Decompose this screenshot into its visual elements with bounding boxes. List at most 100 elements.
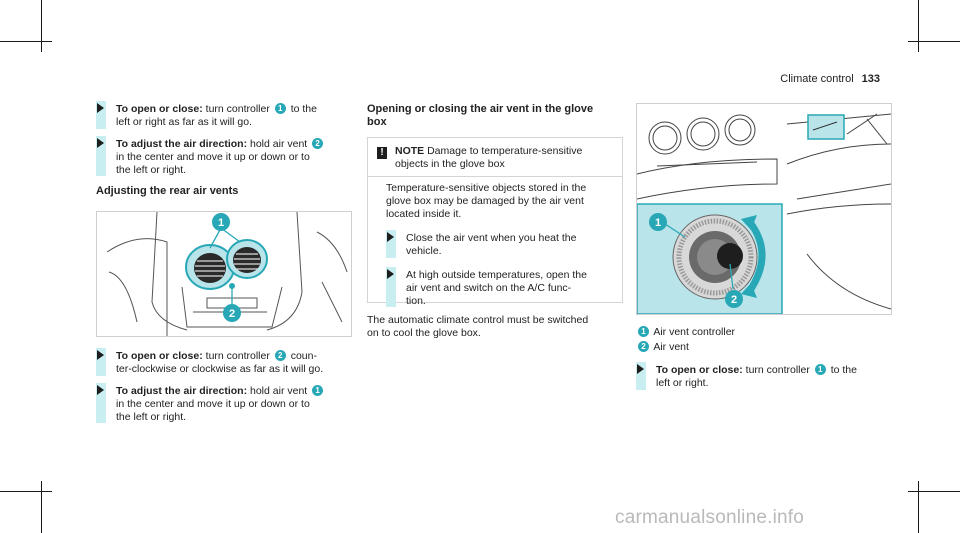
legend-text: Air vent controller [653, 326, 736, 338]
note-box: ! NOTE Damage to temperature-sensitive o… [367, 137, 623, 307]
callout-badge: 1 [312, 385, 324, 396]
step-text: air vent and switch on the A/C func- [406, 282, 572, 294]
step-highlight [96, 348, 106, 376]
note-text: glove box may be damaged by the air vent [386, 195, 584, 207]
legend-item: 1 Air vent controller [636, 325, 735, 340]
step-highlight [96, 136, 106, 176]
callout-badge: 2 [638, 341, 649, 352]
glove-box-illustration: 1 2 [637, 113, 891, 314]
crop-mark [908, 491, 960, 492]
note-title-text: objects in the glove box [395, 158, 505, 170]
callout-1 [649, 213, 667, 231]
step-text: coun- [290, 350, 317, 362]
left-column-lower: To open or close: turn controller 2 coun… [96, 348, 351, 424]
arrow-icon [97, 385, 104, 395]
instruction-step: To open or close: turn controller 1 to t… [96, 101, 351, 129]
section-heading: Adjusting the rear air vents [96, 185, 239, 197]
step-highlight [636, 362, 646, 390]
callout-2-label: 2 [229, 308, 235, 320]
step-text: tion. [406, 295, 426, 307]
body-text: The automatic climate control must be sw… [367, 314, 589, 326]
note-text: Temperature-sensitive objects stored in … [386, 182, 587, 194]
note-title-block: NOTE Damage to temperature-sensitive obj… [395, 145, 617, 171]
callout-2-label: 2 [731, 294, 737, 306]
callout-badge: 2 [312, 138, 324, 149]
instruction-step: To open or close: turn controller 2 coun… [96, 348, 351, 376]
arrow-icon [387, 232, 394, 242]
step-text: left or right as far as it will go. [116, 116, 252, 128]
watermark: carmanualsonline.info [615, 507, 805, 528]
step-highlight [96, 383, 106, 423]
step-label: To open or close: [116, 350, 203, 362]
air-vent-outlet [717, 243, 743, 269]
middle-column: Opening or closing the air vent in the g… [367, 103, 621, 129]
body-text: on to cool the glove box. [367, 327, 481, 339]
instruction-step: To adjust the air direction: hold air ve… [96, 136, 351, 177]
arrow-icon [387, 269, 394, 279]
step-label: To open or close: [656, 364, 743, 376]
step-text: hold air vent [250, 138, 308, 150]
note-title-text: Damage to temperature-sensitive [427, 145, 583, 157]
crop-mark [41, 0, 42, 52]
arrow-icon [97, 103, 104, 113]
step-text: turn controller [745, 364, 810, 376]
left-column: To open or close: turn controller 1 to t… [96, 101, 351, 198]
legend-item: 2 Air vent [636, 340, 735, 355]
callout-badge: 1 [274, 103, 286, 114]
callout-2 [223, 304, 241, 322]
crop-mark [918, 0, 919, 52]
right-column-step: To open or close: turn controller 1 to t… [636, 362, 890, 390]
callout-2 [725, 290, 743, 308]
step-text: in the center and move it up or down or … [116, 398, 310, 410]
glove-box-figure: 1 2 [636, 103, 892, 315]
step-text: left or right. [656, 377, 709, 389]
instruction-step: At high outside temperatures, open the a… [386, 267, 616, 308]
middle-after-text: The automatic climate control must be sw… [367, 314, 621, 340]
step-text: to the [830, 364, 857, 376]
step-text: to the [290, 103, 317, 115]
crop-mark [918, 481, 919, 533]
vent-left [185, 244, 235, 290]
callout-1 [212, 213, 230, 231]
crop-mark [0, 41, 52, 42]
step-text: Close the air vent when you heat the [406, 232, 577, 244]
controller-knob [229, 283, 235, 289]
step-highlight [386, 267, 396, 307]
callout-badge: 1 [638, 326, 649, 337]
step-text: turn controller [205, 350, 270, 362]
note-header: ! NOTE Damage to temperature-sensitive o… [368, 138, 622, 177]
instruction-step: To adjust the air direction: hold air ve… [96, 383, 351, 424]
legend-text: Air vent [653, 341, 689, 353]
section-heading: Opening or closing the air vent in the g… [367, 103, 594, 115]
vent-right [226, 239, 268, 279]
arrow-icon [97, 350, 104, 360]
note-text: located inside it. [386, 208, 462, 220]
crop-mark [908, 41, 960, 42]
section-title: Climate control [780, 73, 854, 85]
callout-1-label: 1 [655, 217, 661, 229]
step-text: in the center and move it up or down or … [116, 151, 310, 163]
instruction-step: Close the air vent when you heat the veh… [386, 230, 616, 258]
crop-mark [0, 491, 52, 492]
section-heading: box [367, 116, 387, 128]
page-number: 133 [861, 73, 880, 85]
glove-vent-highlight [807, 114, 845, 140]
note-title: NOTE [395, 145, 425, 157]
step-text: turn controller [205, 103, 270, 115]
callout-badge: 1 [814, 364, 826, 375]
step-text: vehicle. [406, 245, 442, 257]
step-text: ter-clockwise or clockwise as far as it … [116, 363, 324, 375]
step-highlight [386, 230, 396, 258]
rear-vents-illustration: 1 2 [106, 212, 348, 336]
note-body: Temperature-sensitive objects stored in … [386, 182, 616, 308]
instruction-step: To open or close: turn controller 1 to t… [636, 362, 890, 390]
crop-mark [41, 481, 42, 533]
arrow-icon [637, 364, 644, 374]
step-text: the left or right. [116, 164, 187, 176]
arrow-icon [97, 138, 104, 148]
warning-icon: ! [377, 147, 387, 159]
step-text: hold air vent [250, 385, 308, 397]
step-text: the left or right. [116, 411, 187, 423]
figure-legend: 1 Air vent controller 2 Air vent [636, 325, 735, 355]
step-label: To open or close: [116, 103, 203, 115]
